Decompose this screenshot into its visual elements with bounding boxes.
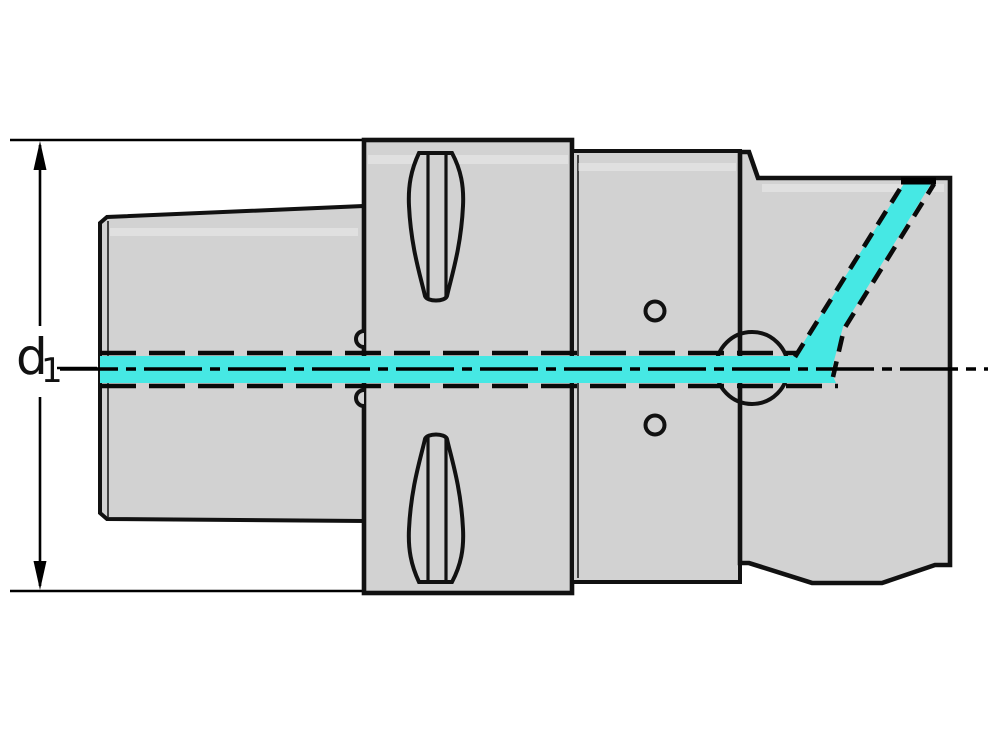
dimension-label-symbol: d [16, 328, 48, 386]
arrowhead-up-icon [33, 141, 47, 170]
channel-border-diagonal-right [830, 182, 936, 378]
flange-highlight [368, 155, 568, 164]
drive-slot-top [406, 151, 466, 303]
balance-hole-bottom [643, 413, 667, 437]
drive-slot-bottom [406, 432, 466, 584]
channel-border-diagonal-left [793, 182, 905, 359]
arrowhead-down-icon [33, 561, 47, 590]
relief-notch-lower [354, 388, 365, 408]
mid-body-highlight [578, 163, 736, 171]
relief-notch-upper [354, 329, 365, 349]
head-highlight [762, 184, 944, 192]
taper-highlight [110, 228, 358, 236]
balance-hole-top [643, 299, 667, 323]
coolant-channel [100, 182, 932, 383]
dimension-label-subscript: 1 [41, 351, 63, 391]
